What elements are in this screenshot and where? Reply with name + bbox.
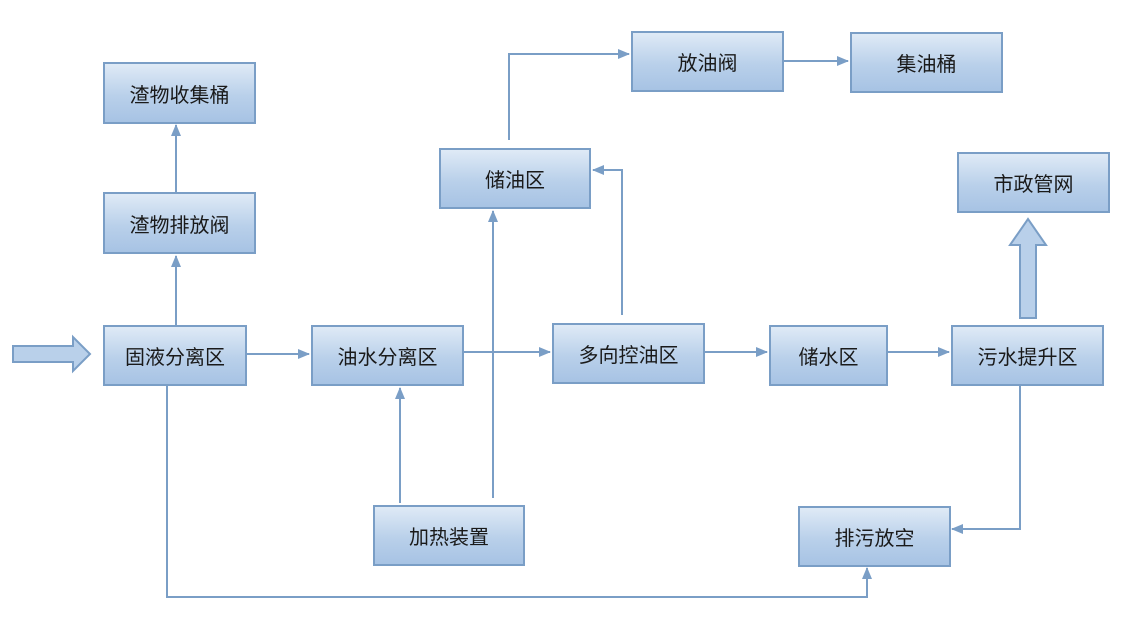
node-drain-vent: 排污放空 [798, 506, 951, 567]
node-sewage-lift: 污水提升区 [951, 325, 1104, 386]
node-slag-collection-bin: 渣物收集桶 [103, 62, 256, 124]
node-oil-collection-bin: 集油桶 [850, 32, 1003, 93]
edge-multi-to-oil-storage [592, 165, 623, 315]
node-oil-release-valve: 放油阀 [631, 31, 784, 92]
node-water-storage: 储水区 [769, 325, 888, 386]
node-oil-water-separation: 油水分离区 [311, 325, 464, 386]
node-multi-direction-oil-control: 多向控油区 [552, 323, 705, 384]
node-slag-discharge-valve: 渣物排放阀 [103, 192, 256, 254]
discharge-block-arrow [1008, 217, 1048, 319]
edge-lift-to-drain [951, 386, 1021, 534]
edge-sl-to-drain [166, 386, 872, 598]
node-heating-device: 加热装置 [373, 505, 525, 566]
input-block-arrow [12, 334, 92, 374]
node-oil-storage: 储油区 [439, 148, 591, 209]
edge-oil-storage-to-oil-valve [508, 49, 630, 140]
node-municipal-network: 市政管网 [957, 152, 1110, 213]
node-solid-liquid-separation: 固液分离区 [103, 325, 247, 386]
